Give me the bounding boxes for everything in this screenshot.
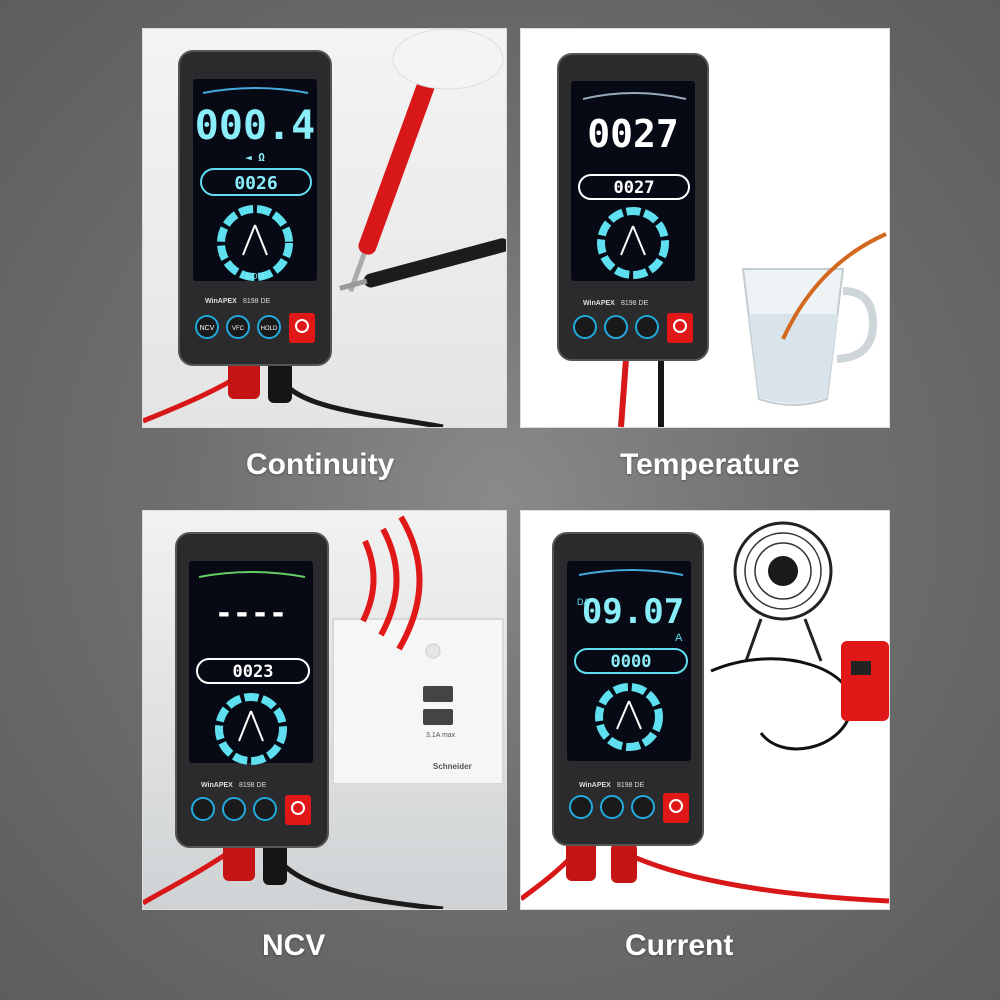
temperature-scene: 0027 0027 WinAPEX 8198 DE (557, 53, 887, 427)
ncv-panel: 3.1A max Schneider ---- 0023 WinAPEX 819… (142, 510, 507, 910)
continuity-panel: 000.4 ◄ Ω 0026 COM WinAPEX 8198 DE NCV V… (142, 28, 507, 428)
caption-current: Current (625, 929, 734, 962)
continuity-unit: ◄ Ω (245, 151, 265, 164)
temperature-sub-reading: 0027 (614, 178, 655, 198)
current-panel: DA 09.07 A 0000 WinAPEX 8198 DE (520, 510, 890, 910)
hold-button-label: HOLD (261, 326, 278, 332)
current-prefix: DA (577, 597, 590, 607)
model-label-4: 8198 DE (617, 782, 645, 789)
ncv-main-reading: ---- (215, 596, 287, 631)
current-scene: DA 09.07 A 0000 WinAPEX 8198 DE (521, 521, 889, 904)
caption-continuity: Continuity (246, 448, 395, 481)
temperature-main-reading: 0027 (587, 112, 679, 156)
model-label: 8198 DE (243, 298, 271, 305)
brand-label-2: WinAPEX (583, 300, 615, 307)
model-label-2: 8198 DE (621, 300, 649, 307)
com-label: COM (246, 272, 265, 281)
caption-ncv: NCV (262, 929, 326, 962)
brand-label-3: WinAPEX (201, 782, 233, 789)
ncv-scene: 3.1A max Schneider ---- 0023 WinAPEX 819… (143, 515, 504, 909)
brand-label: WinAPEX (205, 298, 237, 305)
outlet-brand: Schneider (433, 762, 472, 771)
brand-label-4: WinAPEX (579, 782, 611, 789)
current-unit: A (675, 632, 683, 644)
power-button (289, 313, 315, 343)
model-label-3: 8198 DE (239, 782, 267, 789)
continuity-scene: 000.4 ◄ Ω 0026 COM WinAPEX 8198 DE NCV V… (143, 29, 506, 427)
current-sub-reading: 0000 (611, 652, 652, 672)
continuity-main-reading: 000.4 (195, 103, 315, 149)
continuity-sub-reading: 0026 (234, 173, 277, 194)
ncv-sub-reading: 0023 (233, 662, 274, 682)
caption-temperature: Temperature (620, 448, 800, 481)
current-main-reading: 09.07 (582, 592, 684, 632)
ncv-button-label: NCV (200, 325, 215, 332)
vfc-button-label: VFC (232, 326, 245, 332)
temperature-panel: 0027 0027 WinAPEX 8198 DE (520, 28, 890, 428)
outlet-usb-label: 3.1A max (426, 732, 456, 739)
